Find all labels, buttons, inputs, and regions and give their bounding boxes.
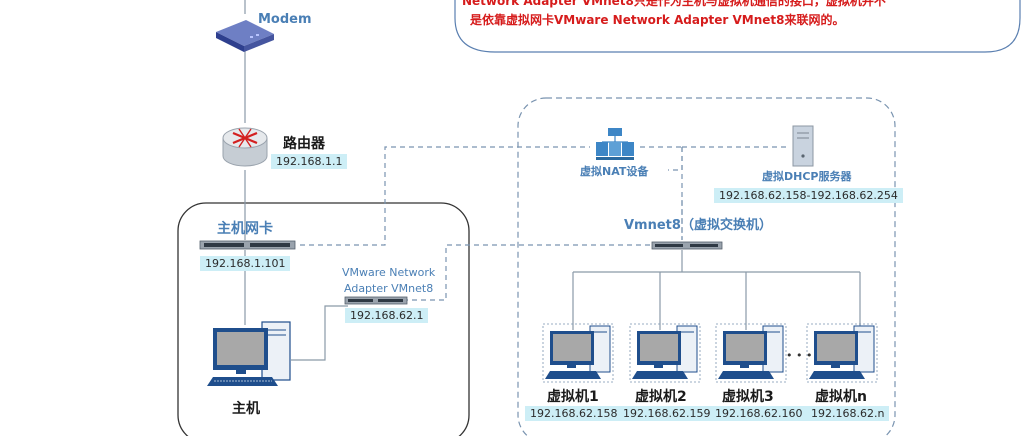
vswitch-label: Vmnet8（虚拟交换机）: [624, 218, 772, 233]
vm-pc-icon: [806, 323, 878, 383]
host-nic-label: 主机网卡: [217, 221, 273, 237]
vm-ip: 192.168.62.160: [710, 406, 808, 421]
host-nic-bar: [199, 240, 296, 250]
router-ip: 192.168.1.1: [271, 154, 348, 169]
dashed-links: [300, 146, 790, 301]
host-label: 主机: [232, 401, 260, 417]
vswitch-bar: [651, 241, 723, 250]
vm-pc-icon: [542, 323, 614, 383]
host-box: [177, 202, 470, 436]
vm-label: 虚拟机2: [635, 389, 687, 405]
vm-ip: 192.168.62.158: [525, 406, 623, 421]
host-nic-ip: 192.168.1.101: [200, 256, 291, 271]
modem-icon: [216, 20, 274, 52]
vmnet8-adapter-bar: [344, 296, 408, 305]
vmnet8-adapter-label-1: VMware Network: [342, 266, 436, 279]
vm-label: 虚拟机n: [815, 389, 867, 405]
dhcp-server-icon: [792, 125, 814, 167]
vm-label: 虚拟机3: [722, 389, 774, 405]
vmnet8-adapter-ip: 192.168.62.1: [345, 308, 429, 323]
vm-pc-icon: [715, 323, 787, 383]
vmnet8-adapter-label-2: Adapter VMnet8: [344, 282, 434, 295]
dhcp-ip-range: 192.168.62.158-192.168.62.254: [714, 188, 903, 203]
note-callout-border: [454, 0, 1021, 53]
vm-pc-icon: [629, 323, 701, 383]
dhcp-label: 虚拟DHCP服务器: [762, 170, 852, 183]
note-line-1: Network Adapter VMnet8只是作为主机与虚拟机通信的接口，虚拟…: [462, 0, 886, 8]
vm-ellipsis: • • •: [786, 349, 813, 362]
vm-label: 虚拟机1: [547, 389, 599, 405]
virtual-network-box: [517, 97, 896, 436]
modem-label: Modem: [258, 12, 312, 27]
nat-label: 虚拟NAT设备: [580, 165, 649, 178]
vm-ip: 192.168.62.159: [618, 406, 716, 421]
vm-icons: [542, 323, 878, 383]
router-label: 路由器: [283, 136, 325, 152]
nat-device-icon: [596, 128, 634, 160]
host-pc-icon: [207, 321, 291, 386]
router-icon: [222, 127, 268, 167]
vm-ip: 192.168.62.n: [806, 406, 890, 421]
note-line-2: 是依靠虚拟网卡VMware Network Adapter VMnet8来联网的…: [470, 13, 845, 27]
